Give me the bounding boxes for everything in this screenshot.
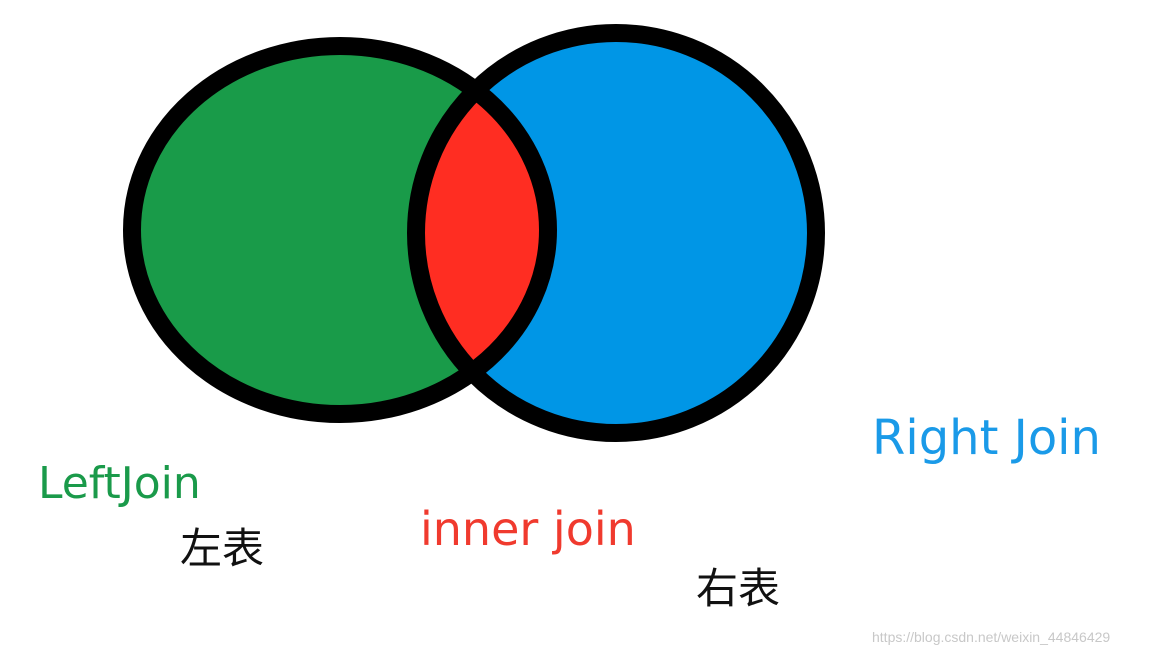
watermark-text: https://blog.csdn.net/weixin_44846429 [872,629,1111,645]
right-circle-outline [407,24,825,442]
right-join-label: Right Join [872,410,1101,466]
left-circle-outline [123,37,557,423]
left-join-label: LeftJoin [38,458,201,509]
left-table-label: 左表 [180,524,265,573]
inner-join-label: inner join [420,502,636,556]
right-table-label: 右表 [696,564,781,613]
